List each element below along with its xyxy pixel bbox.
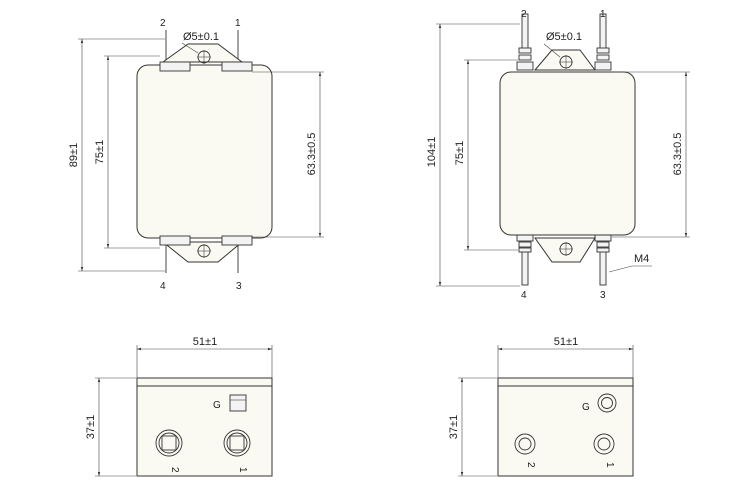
stud-3: [599, 249, 607, 286]
ground-label: G: [582, 402, 590, 413]
left-front-view: Ø5±0.1 2 1 4 3 89±1 75±1 63.3±0.5: [68, 18, 324, 292]
bottom-panel: [136, 377, 273, 477]
pin-label-1: 1: [235, 18, 241, 29]
pin-label-4: 4: [521, 290, 527, 301]
pin-label-3: 3: [236, 281, 242, 292]
filter-body: [499, 71, 636, 236]
pin-label-1: 1: [600, 9, 606, 20]
terminal-1: [223, 429, 251, 457]
thread-size-label: M4: [634, 253, 649, 265]
filter-body: [136, 64, 273, 239]
top-mounting-flange: [533, 49, 596, 71]
pin-label-2: 2: [521, 9, 527, 20]
hole-diameter-label: Ø5±0.1: [546, 31, 582, 43]
dim-height: 37±1: [448, 415, 460, 439]
terminal-block: [159, 61, 191, 72]
terminal-block: [159, 235, 191, 246]
right-bottom-view: 51±1 37±1 G 2 1: [448, 336, 634, 477]
dim-hole-spacing: 63.3±0.5: [672, 133, 684, 176]
top-mounting-flange: [161, 43, 244, 63]
terminal-label-2: 2: [169, 467, 180, 473]
ground-label: G: [213, 400, 221, 411]
pin-label-4: 4: [160, 281, 166, 292]
terminal-1: [593, 433, 615, 455]
terminal-block: [221, 61, 253, 72]
left-bottom-view: 51±1 37±1 G 2 1: [85, 336, 273, 477]
bottom-mounting-flange: [161, 241, 244, 263]
ground-stud: [597, 393, 617, 413]
hole-diameter-label: Ø5±0.1: [183, 31, 219, 43]
dim-total-height: 89±1: [68, 143, 80, 167]
dim-hole-spacing: 63.3±0.5: [306, 133, 318, 176]
terminal-2: [155, 429, 183, 457]
terminal-block: [221, 235, 253, 246]
dim-body-height: 75±1: [454, 141, 466, 165]
dim-width: 51±1: [193, 336, 217, 348]
bottom-mounting-flange: [534, 237, 596, 263]
terminal-label-1: 1: [237, 467, 248, 473]
dim-width: 51±1: [554, 336, 578, 348]
terminal-2: [514, 433, 536, 455]
dim-total-height: 104±1: [426, 137, 438, 168]
pin-label-3: 3: [600, 290, 606, 301]
dim-body-height: 75±1: [94, 140, 106, 164]
pin-label-2: 2: [160, 18, 166, 29]
terminal-label-1: 1: [604, 462, 615, 468]
stud-4: [521, 249, 529, 286]
terminal-label-2: 2: [525, 462, 536, 468]
right-front-view: Ø5±0.1 M4 2 1 4 3 104±1 75±1 63.3±0.5: [426, 9, 690, 301]
ground-terminal: [229, 394, 247, 412]
dim-height: 37±1: [85, 415, 97, 439]
